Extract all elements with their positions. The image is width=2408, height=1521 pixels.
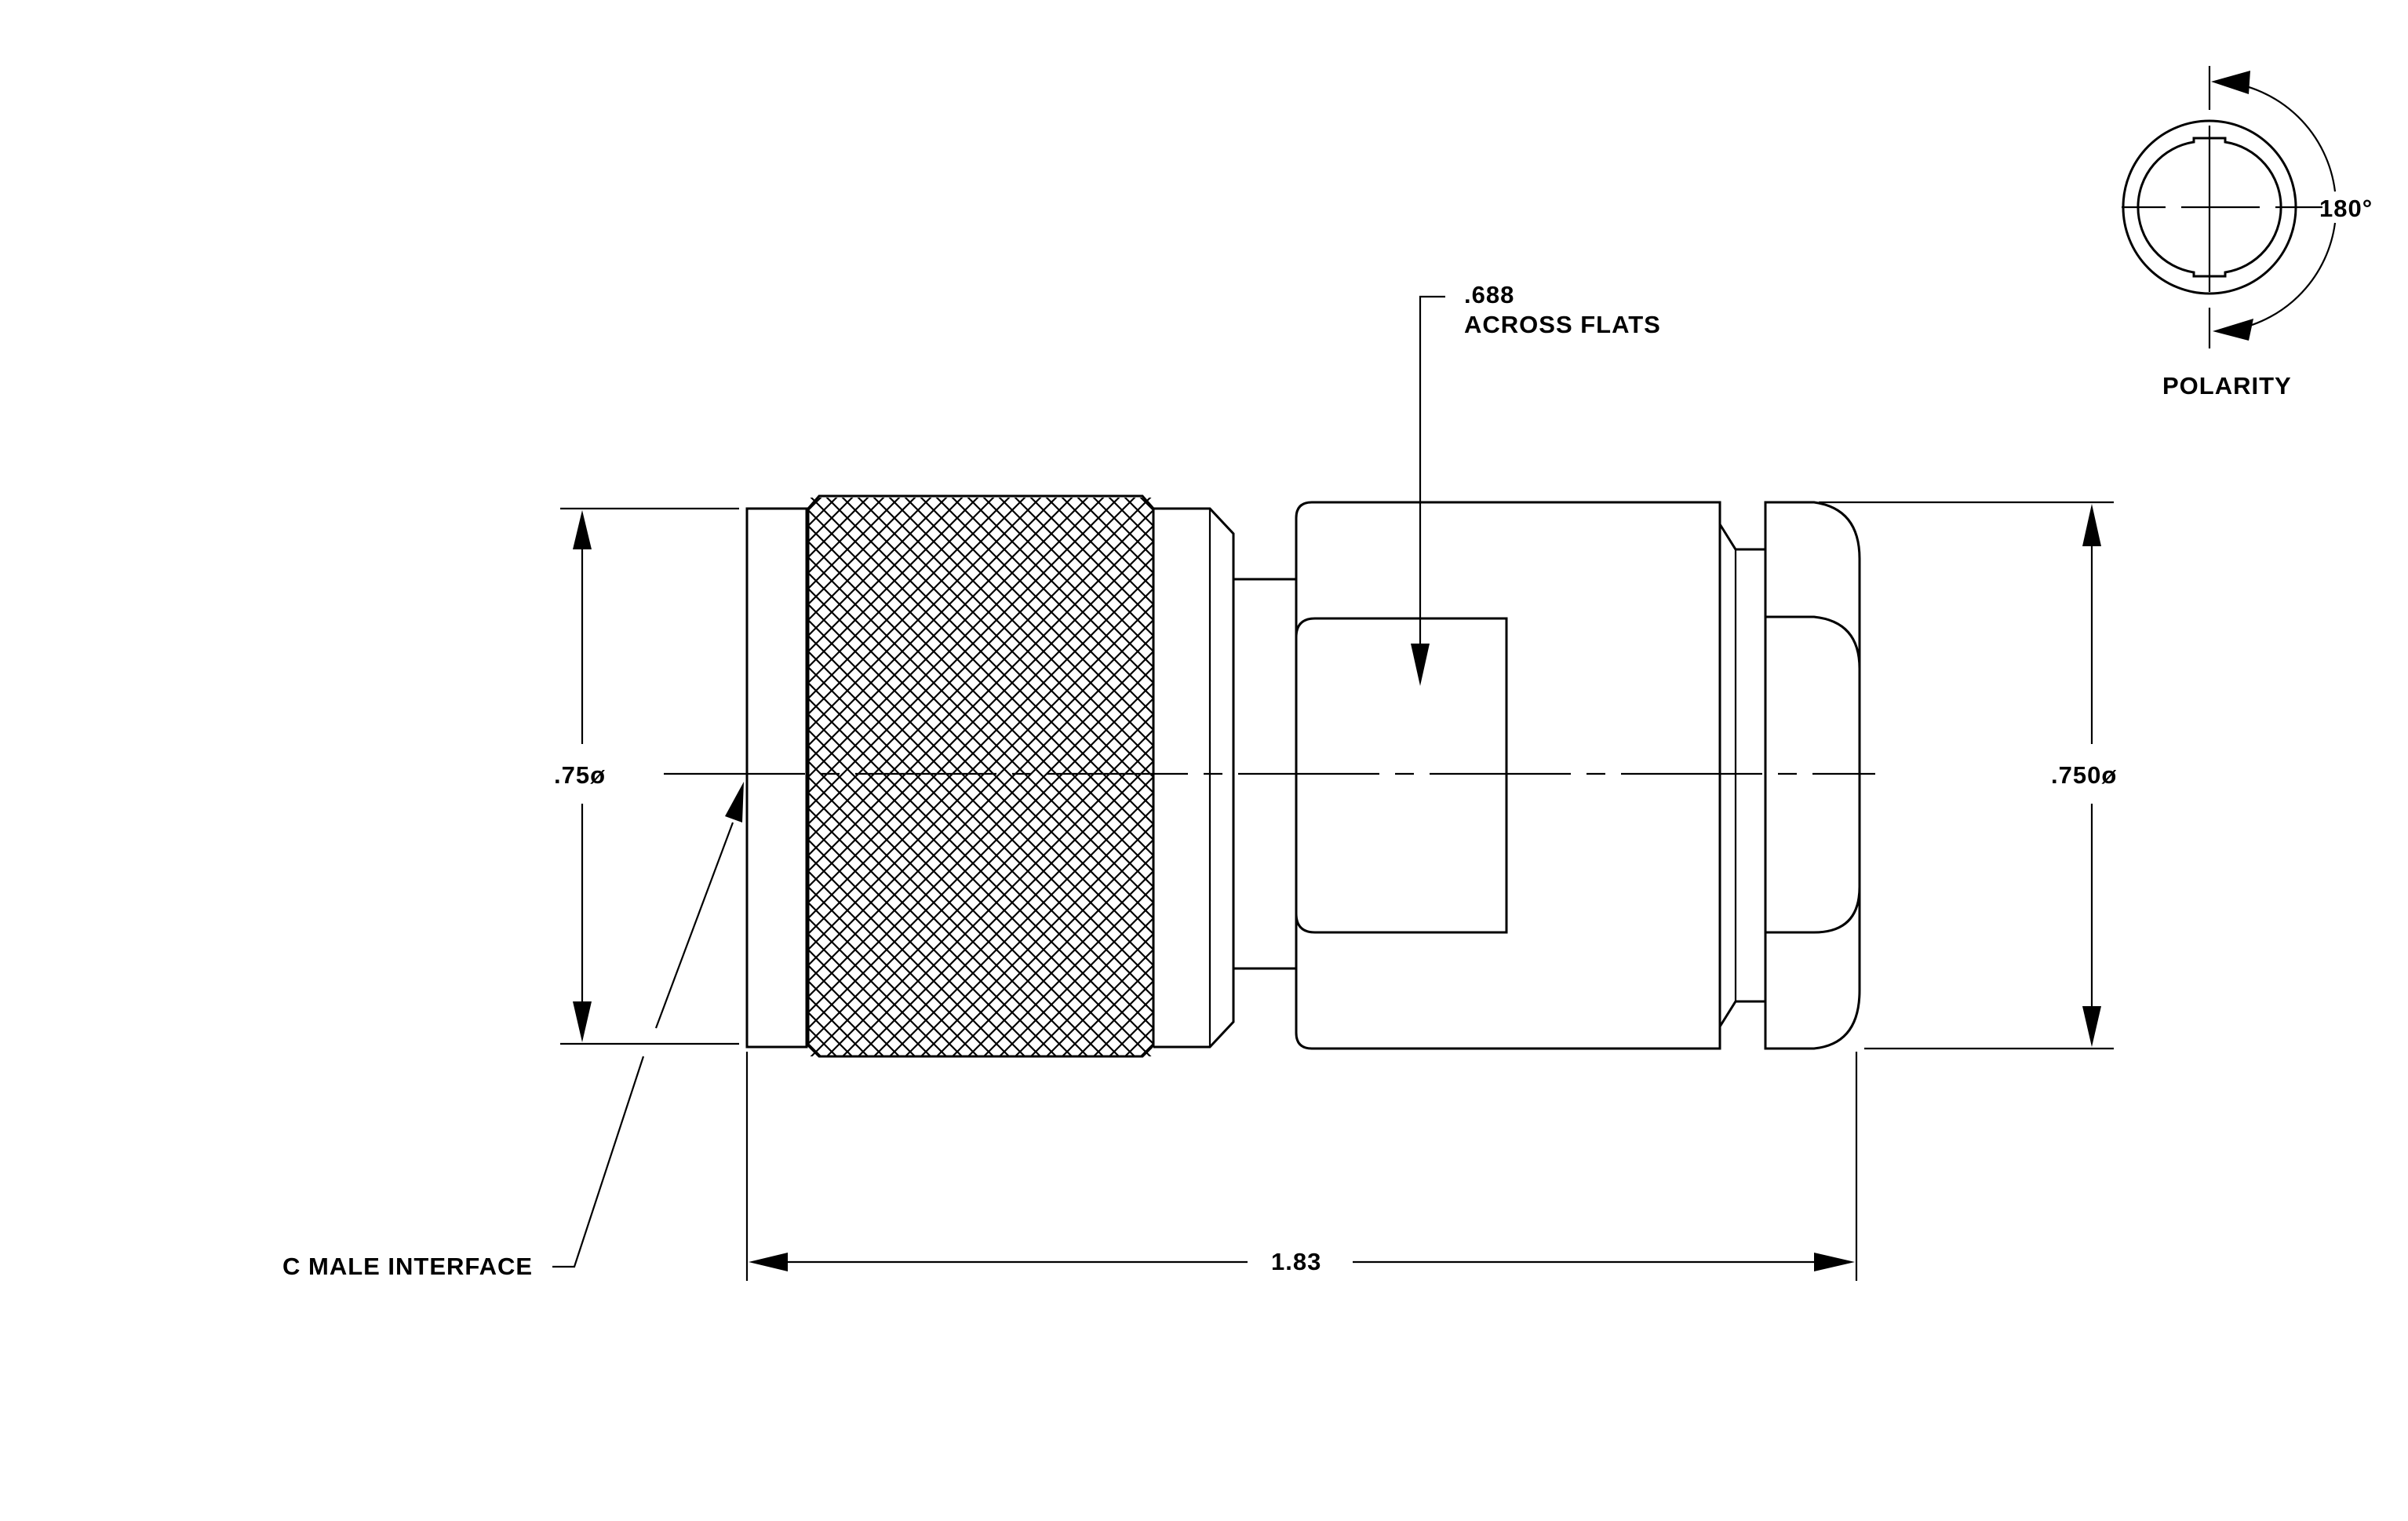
right-diameter-dimension: .750ø bbox=[1819, 501, 2117, 1050]
overall-length-label: 1.83 bbox=[1271, 1248, 1321, 1275]
interface-label: C MALE INTERFACE bbox=[282, 1253, 533, 1280]
front-ring bbox=[745, 507, 808, 1049]
interface-leader: C MALE INTERFACE bbox=[282, 782, 744, 1280]
polarity-diagram: 180° POLARITY bbox=[2122, 66, 2373, 399]
overall-length-dimension: 1.83 bbox=[745, 1052, 1858, 1281]
across-flats-leader: .688 ACROSS FLATS bbox=[1411, 281, 1661, 686]
knurled-coupling-nut bbox=[807, 494, 1155, 1058]
rear-nut bbox=[1764, 501, 1861, 1050]
left-diameter-dimension: .75ø bbox=[554, 507, 739, 1045]
polarity-label: POLARITY bbox=[2162, 372, 2292, 399]
rear-step bbox=[1718, 523, 1765, 1027]
across-flats-text: ACROSS FLATS bbox=[1464, 311, 1661, 338]
chamfer-ring bbox=[1153, 507, 1235, 1049]
right-diameter-label: .750ø bbox=[2051, 761, 2117, 789]
polarity-angle-label: 180° bbox=[2319, 195, 2373, 222]
connector-body bbox=[664, 494, 1875, 1058]
across-flats-value: .688 bbox=[1464, 281, 1514, 308]
body-neck bbox=[1233, 578, 1296, 970]
left-diameter-label: .75ø bbox=[554, 761, 606, 789]
hex-body bbox=[1295, 501, 1721, 1050]
